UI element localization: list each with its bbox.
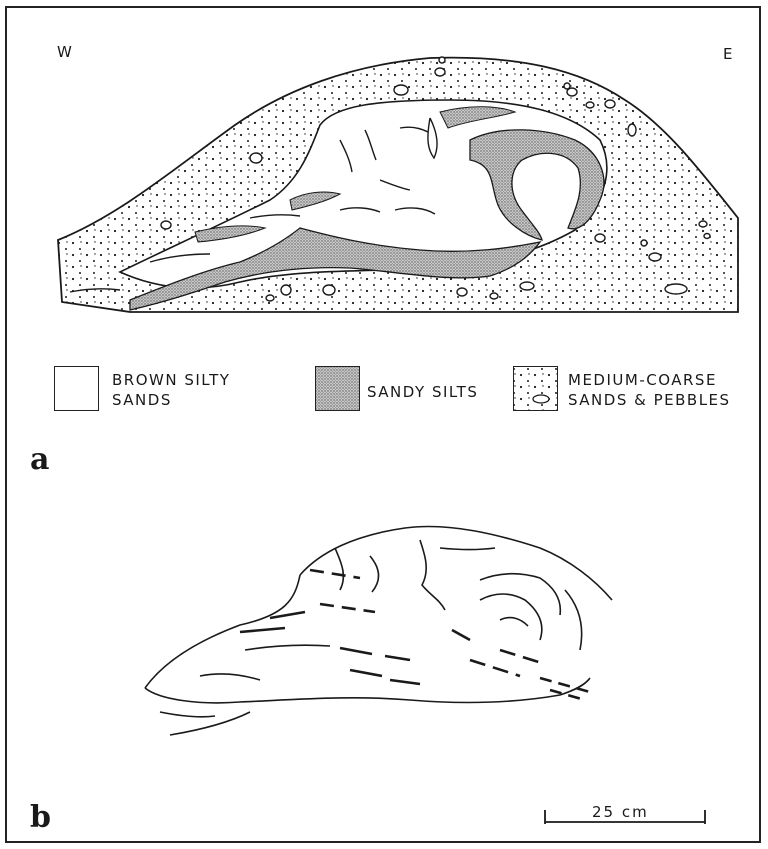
direction-east: E [723, 45, 733, 63]
legend-label-brown-silty-sands: BROWN SILTY SANDS [112, 370, 230, 410]
scale-bar-label: 25 cm [592, 803, 649, 821]
legend-label-sandy-silts: SANDY SILTS [367, 382, 478, 402]
legend-swatch-sandy-silts-frame [315, 366, 360, 411]
panel-label-a: a [30, 442, 50, 477]
legend-swatch-brown-silty-sands [54, 366, 99, 411]
panel-b-drawing [145, 526, 612, 735]
legend-label-coarse-sands: MEDIUM-COARSE SANDS & PEBBLES [568, 370, 731, 410]
direction-west: W [57, 43, 73, 61]
panel-label-b: b [30, 800, 52, 835]
panel-b-dashed-laminae [240, 570, 590, 700]
legend-swatch-coarse-frame [513, 366, 558, 411]
